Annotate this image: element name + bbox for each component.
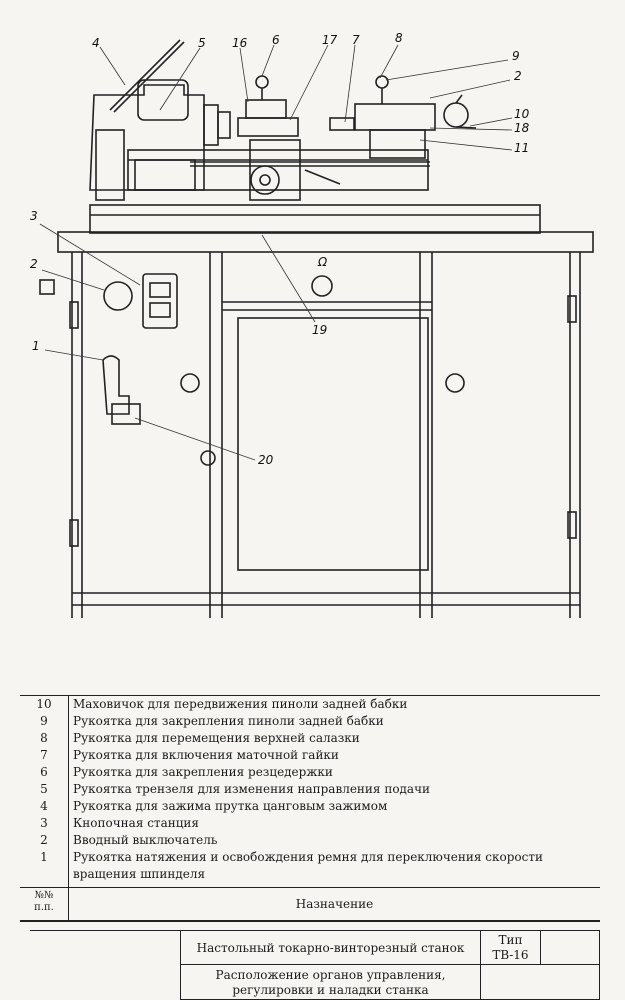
callout-6: 6 bbox=[272, 33, 280, 47]
legend-row-text: Рукоятка трензеля для изменения направле… bbox=[73, 782, 431, 796]
legend-row-number: 5 bbox=[20, 781, 69, 798]
legend-row-number: 6 bbox=[20, 764, 69, 781]
legend-row-number: 2 bbox=[20, 832, 69, 849]
callout-2: 2 bbox=[30, 257, 38, 271]
type-value: ТВ-16 bbox=[492, 948, 529, 962]
type-label: Тип bbox=[498, 933, 523, 947]
callout-3: 3 bbox=[30, 209, 38, 223]
legend-row: 7 Рукоятка для включения маточной гайки bbox=[20, 747, 600, 764]
callout-1: 1 bbox=[32, 339, 40, 353]
legend-row-number: 1 bbox=[20, 849, 69, 888]
legend-row-number: 8 bbox=[20, 730, 69, 747]
callout-11: 11 bbox=[514, 141, 529, 155]
legend-row: 3 Кнопочная станция bbox=[20, 815, 600, 832]
legend-row-text: Рукоятка для зажима прутка цанговым зажи… bbox=[73, 799, 388, 813]
legend-row: 5 Рукоятка трензеля для изменения направл… bbox=[20, 781, 600, 798]
legend-row-number: 9 bbox=[20, 713, 69, 730]
legend-row-text: Кнопочная станция bbox=[73, 816, 199, 830]
lathe-drawing: 4 5 16 6 17 7 8 9 2 10 18 11 3 2 1 20 19… bbox=[30, 31, 594, 618]
legend-row: 6 Рукоятка для закрепления резцедержки bbox=[20, 764, 600, 781]
sheet-divider bbox=[30, 930, 180, 931]
legend-row-text: Маховичок для передвижения пиноли задней… bbox=[68, 695, 600, 713]
legend-row: 2 Вводный выключатель bbox=[20, 832, 600, 849]
callout-5: 5 bbox=[198, 36, 206, 50]
callout-20: 20 bbox=[258, 453, 274, 467]
callout-10: 10 bbox=[514, 107, 530, 121]
machine-name: Настольный токарно-винторезный станок bbox=[180, 930, 480, 965]
title-block-blank-cell-2 bbox=[480, 965, 600, 1000]
legend-header-purpose: Назначение bbox=[68, 887, 600, 922]
title-block: Настольный токарно-винторезный станок Ти… bbox=[180, 930, 600, 1000]
legend-row: 9 Рукоятка для закрепления пиноли задней … bbox=[20, 713, 600, 730]
legend-row: 4 Рукоятка для зажима прутка цанговым заж… bbox=[20, 798, 600, 815]
callout-18: 18 bbox=[514, 121, 530, 135]
legend-row-text: Рукоятка для включения маточной гайки bbox=[73, 748, 339, 762]
legend-row-text: Рукоятка для закрепления резцедержки bbox=[73, 765, 333, 779]
callout-19: 19 bbox=[312, 323, 327, 337]
callout-16: 16 bbox=[232, 36, 248, 50]
legend-row-number: 3 bbox=[20, 815, 69, 832]
legend-header-row: №№ п.п.Назначение bbox=[20, 887, 600, 922]
drawing-description: Расположение органов управления, регулир… bbox=[180, 965, 480, 1000]
legend-row-text: Рукоятка для закрепления пиноли задней б… bbox=[73, 714, 384, 728]
callout-2-top: 2 bbox=[514, 69, 522, 83]
legend-row-text: Рукоятка для перемещения верхней салазки bbox=[73, 731, 360, 745]
legend-row-text: Вводный выключатель bbox=[73, 833, 218, 847]
bench-top bbox=[57, 231, 594, 253]
title-block-blank-cell bbox=[540, 930, 600, 965]
callout-4: 4 bbox=[92, 36, 100, 50]
callout-17: 17 bbox=[322, 33, 338, 47]
legend-row-number: 10 bbox=[20, 695, 69, 713]
machine-type: Тип ТВ-16 bbox=[480, 930, 540, 965]
callout-omega: Ω bbox=[317, 255, 328, 269]
lathe-drawing-svg: 4 5 16 6 17 7 8 9 2 10 18 11 3 2 1 20 19… bbox=[30, 31, 594, 618]
legend-row: 8 Рукоятка для перемещения верхней салазк… bbox=[20, 730, 600, 747]
callout-7: 7 bbox=[352, 33, 360, 47]
callout-8: 8 bbox=[395, 31, 403, 45]
legend-header-number: №№ п.п. bbox=[20, 887, 69, 922]
legend-row-text: Рукоятка натяжения и освобождения ремня … bbox=[73, 850, 543, 881]
legend-row-number: 4 bbox=[20, 798, 69, 815]
legend-row-number: 7 bbox=[20, 747, 69, 764]
callout-9: 9 bbox=[512, 49, 520, 63]
